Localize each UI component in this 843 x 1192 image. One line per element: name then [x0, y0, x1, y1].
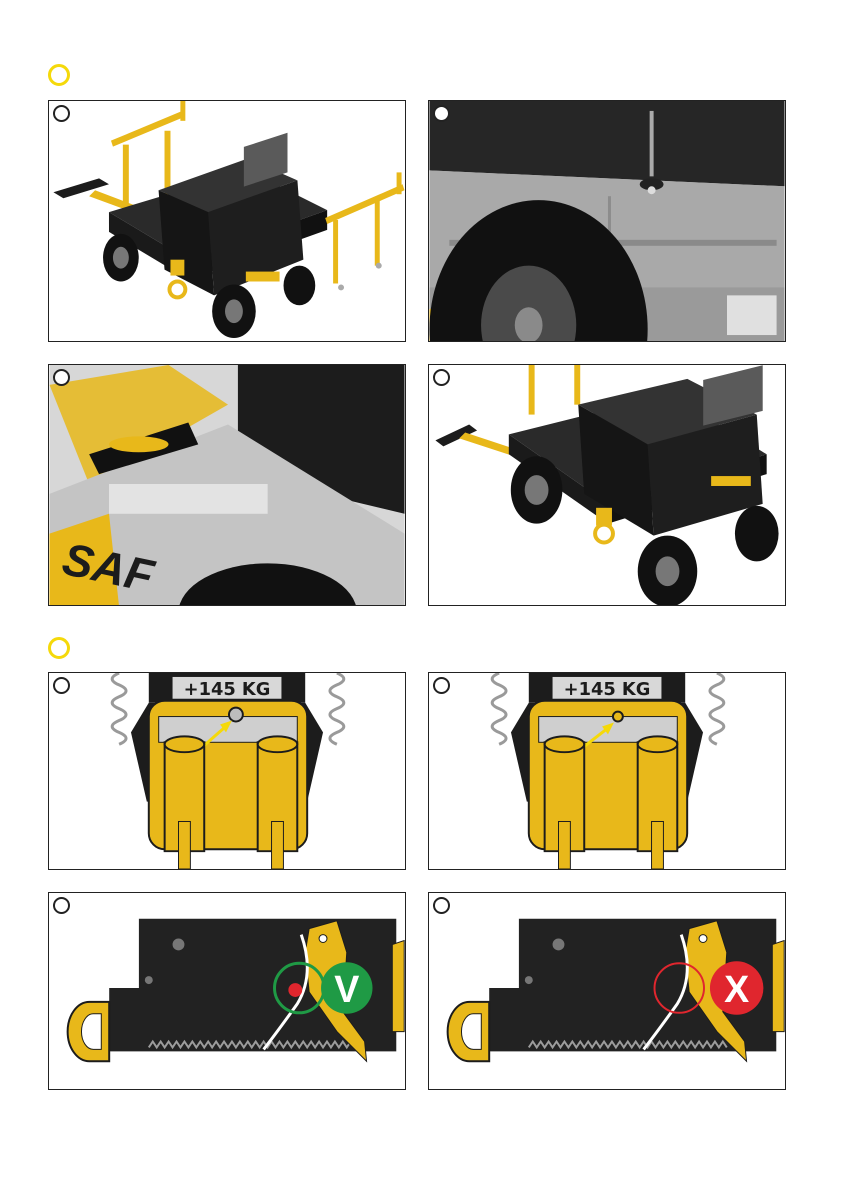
panel-underside-view [428, 100, 786, 342]
weight-plate-illustration-2: +145 KG [429, 673, 785, 869]
weight-label: +145 KG [184, 679, 271, 700]
ok-symbol: V [334, 968, 359, 1010]
panel-brake-incorrect: X [428, 892, 786, 1090]
step-circle-icon [433, 897, 450, 914]
error-symbol: X [724, 968, 749, 1010]
step-circle-icon [433, 105, 450, 122]
step-circle-icon [53, 677, 70, 694]
cart-overview-illustration [49, 101, 405, 341]
brake-incorrect-illustration: X [429, 893, 785, 1089]
step-circle-icon [433, 369, 450, 386]
weight-plate-illustration: +145 KG [49, 673, 405, 869]
section-marker-icon [48, 637, 70, 659]
step-circle-icon [53, 897, 70, 914]
spring-closeup-illustration: SAF [49, 365, 405, 605]
panel-spring-closeup: SAF [48, 364, 406, 606]
step-circle-icon [53, 369, 70, 386]
cart-assembled-illustration [429, 365, 785, 605]
panel-cart-overview [48, 100, 406, 342]
weight-label: +145 KG [564, 679, 651, 700]
section-marker-icon [48, 64, 70, 86]
panel-cart-assembled [428, 364, 786, 606]
brake-correct-illustration: V [49, 893, 405, 1089]
step-circle-icon [53, 105, 70, 122]
panel-weight-plate-right: +145 KG [428, 672, 786, 870]
underside-illustration [429, 101, 785, 341]
step-circle-icon [433, 677, 450, 694]
panel-brake-correct: V [48, 892, 406, 1090]
panel-weight-plate-left: +145 KG [48, 672, 406, 870]
